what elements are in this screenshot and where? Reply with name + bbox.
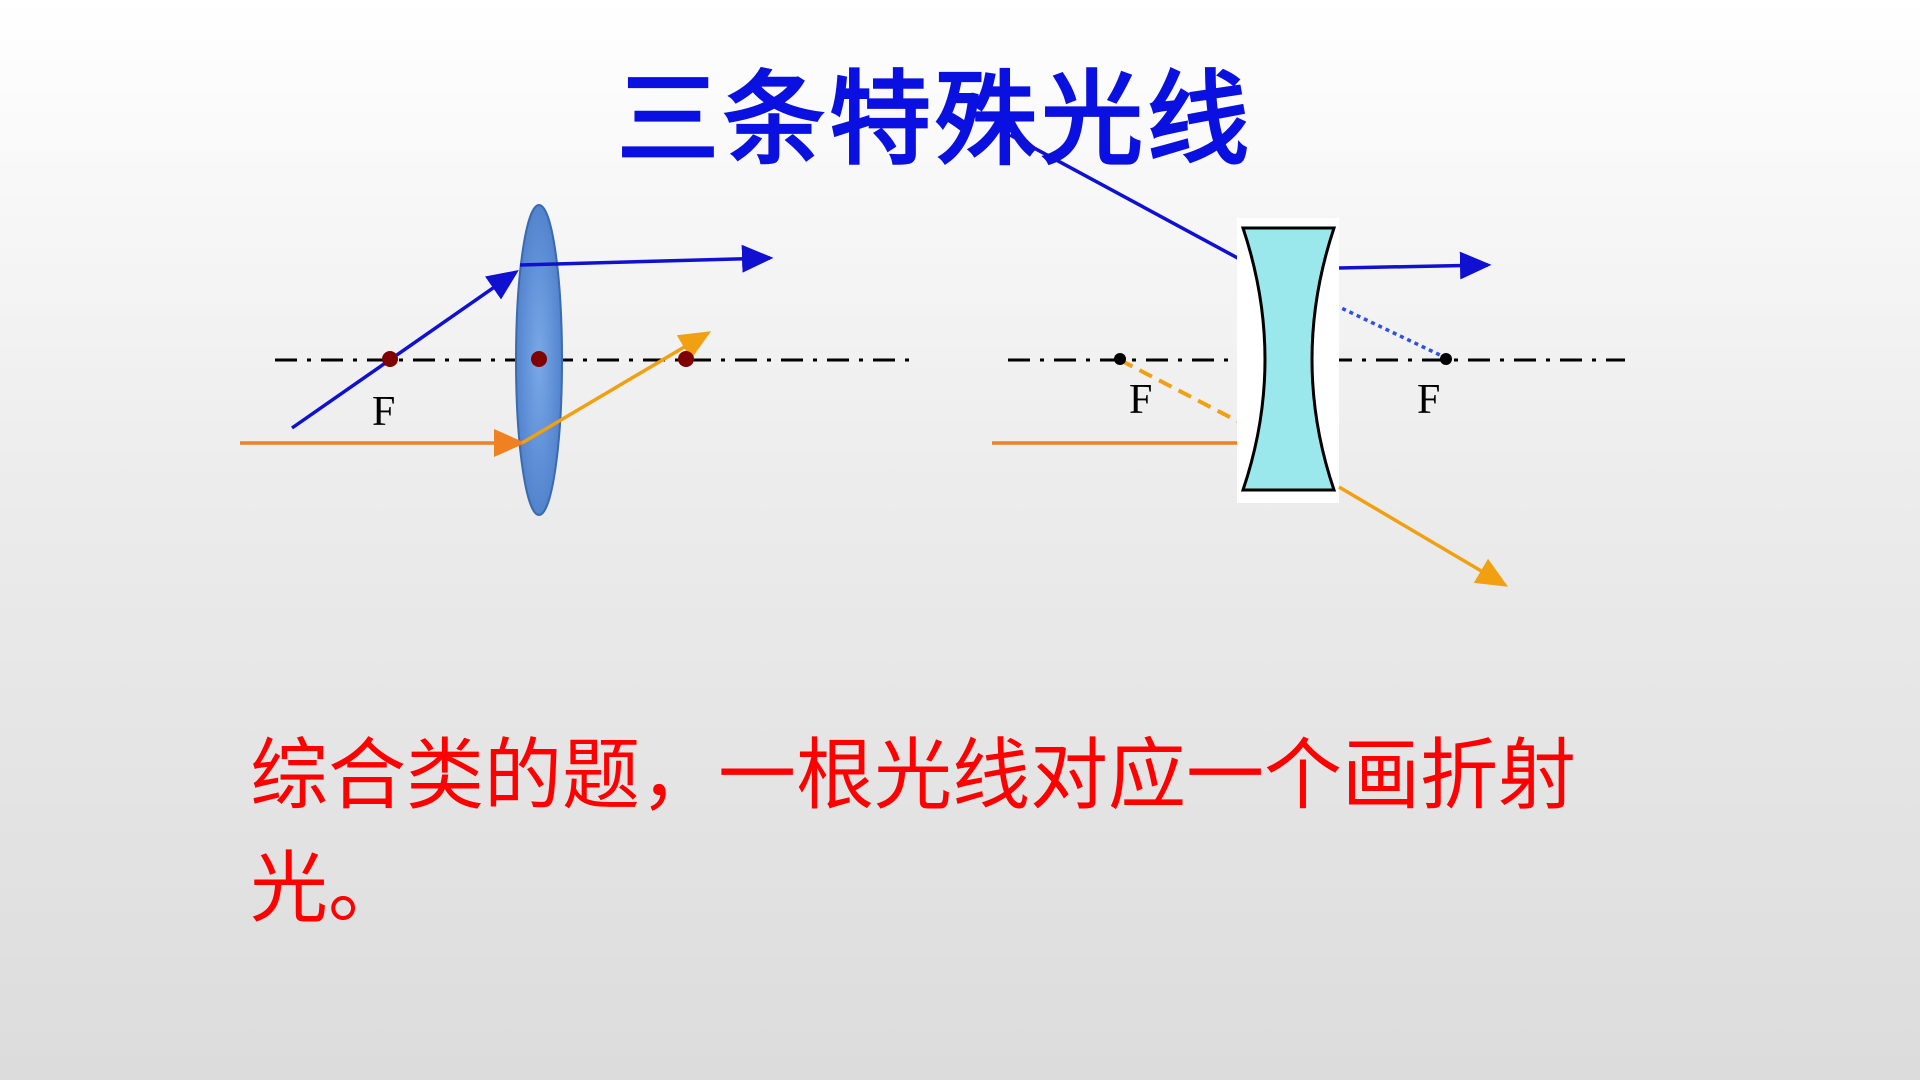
slide-title: 三条特殊光线 [617, 61, 1253, 180]
concave-lens [1240, 226, 1337, 492]
convex-lens-diagram: F [240, 204, 915, 516]
concave-ray-orange-refracted [1338, 485, 1509, 587]
concave-focal-label-right: F [1417, 377, 1440, 423]
convex-optical-center [531, 351, 547, 367]
concave-ray-blue-extension [1334, 303, 1441, 357]
concave-ray-orange-extension [1119, 358, 1246, 427]
caption-text: 综合类的题，一根光线对应一个画折射光。 [250, 731, 1577, 935]
convex-focal-point-left [382, 351, 398, 367]
convex-focal-point-right [678, 351, 694, 367]
concave-ray-blue-incident [1009, 133, 1246, 264]
convex-ray-blue-refracted [519, 244, 774, 273]
convex-focal-label: F [372, 389, 395, 435]
concave-ray-blue-refracted [1338, 251, 1492, 280]
concave-focal-label-left: F [1129, 377, 1152, 423]
concave-focal-point-left [1114, 353, 1126, 365]
convex-ray-blue-incident [290, 269, 519, 430]
convex-ray-orange-refracted [521, 331, 712, 445]
concave-lens-diagram: F F [992, 133, 1625, 587]
concave-focal-point-right [1440, 353, 1452, 365]
